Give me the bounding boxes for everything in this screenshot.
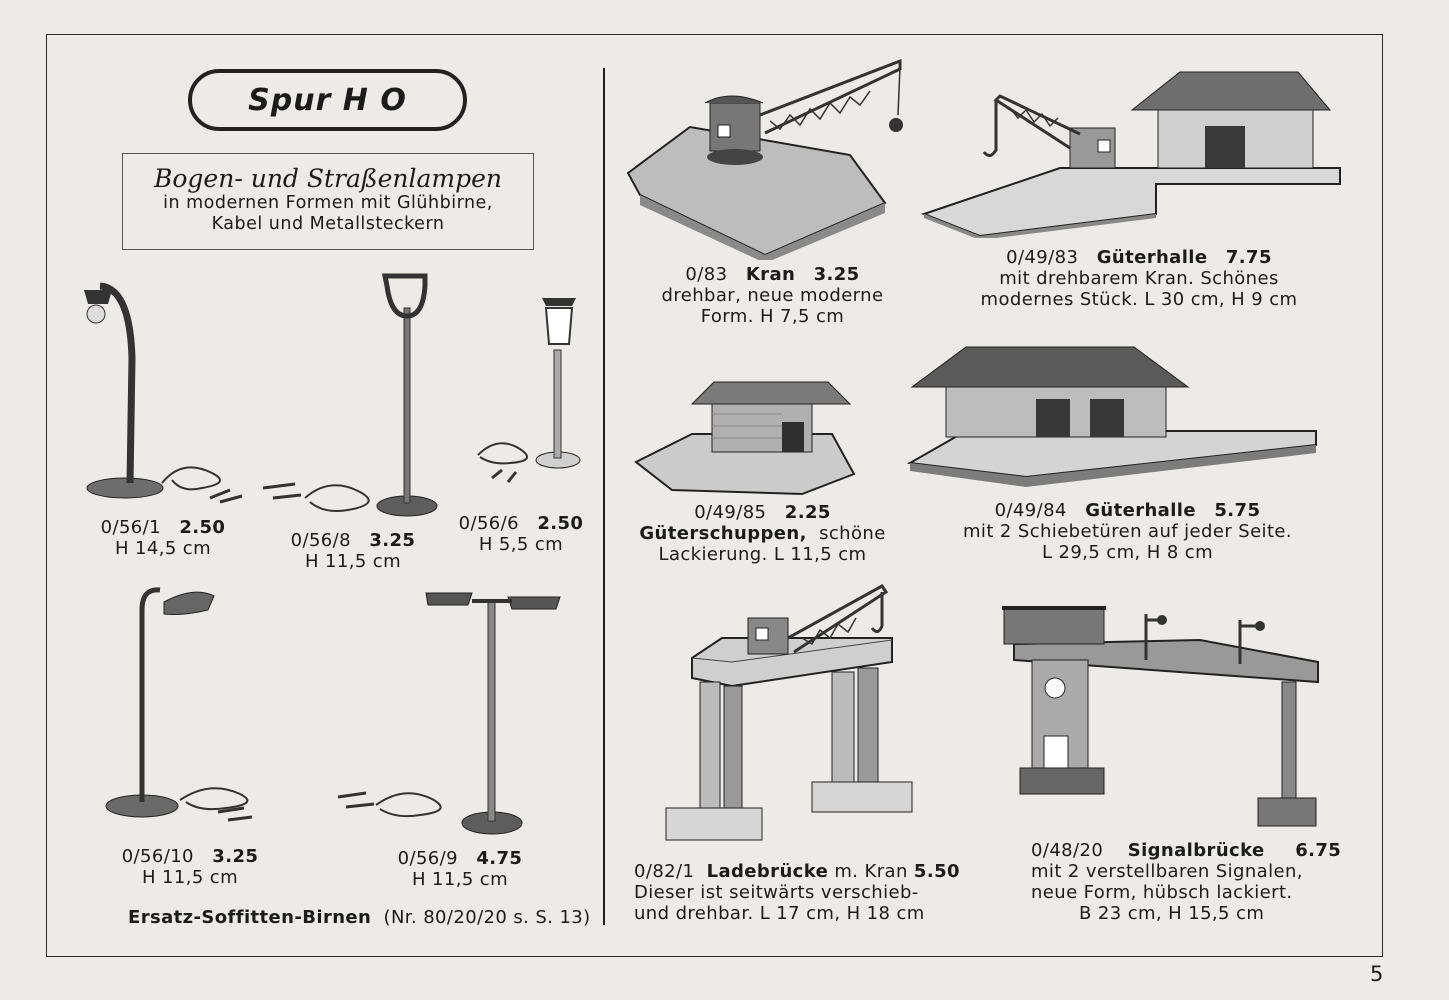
lamp-caption-0-56-9: 0/56/9 4.75 H 11,5 cm bbox=[397, 848, 523, 890]
signal-bridge-image bbox=[1000, 600, 1325, 832]
signalbruecke-caption: 0/48/20 Signalbrücke 6.75 mit 2 verstell… bbox=[1031, 840, 1342, 924]
guterhalle-49-84-caption: 0/49/84 Güterhalle 5.75 mit 2 Schiebetür… bbox=[962, 500, 1293, 563]
lamps-intro-box: Bogen- und Straßenlampen in modernen For… bbox=[122, 153, 534, 250]
guterhalle-49-83-caption: 0/49/83 Güterhalle 7.75 mit drehbarem Kr… bbox=[980, 247, 1298, 310]
lamps-desc-1: in modernen Formen mit Glühbirne, bbox=[163, 193, 493, 213]
spur-ho-badge: Spur H O bbox=[188, 69, 467, 131]
lamp-caption-0-56-8: 0/56/8 3.25 H 11,5 cm bbox=[290, 530, 416, 572]
goods-shed-image bbox=[632, 378, 857, 500]
goods-hall-crane-image bbox=[920, 68, 1345, 238]
goods-hall-sliding-doors-image bbox=[906, 345, 1326, 490]
lamp-caption-0-56-6: 0/56/6 2.50 H 5,5 cm bbox=[458, 513, 584, 555]
lamp-caption-0-56-1: 0/56/1 2.50 H 14,5 cm bbox=[100, 517, 226, 559]
key-lamp-image bbox=[255, 268, 455, 528]
kran-caption: 0/83 Kran 3.25 drehbar, neue moderne For… bbox=[661, 264, 884, 327]
double-lamp-image bbox=[330, 585, 570, 840]
gueterschuppen-caption: 0/49/85 2.25 Güterschuppen, schöne Lacki… bbox=[639, 502, 886, 565]
lamps-title: Bogen- und Straßenlampen bbox=[154, 164, 502, 193]
lamps-desc-2: Kabel und Metallsteckern bbox=[211, 214, 445, 234]
soffit-lamp-image bbox=[100, 580, 270, 835]
arc-lamp-image bbox=[70, 268, 250, 508]
lamp-caption-0-56-10: 0/56/10 3.25 H 11,5 cm bbox=[121, 846, 259, 888]
page-number: 5 bbox=[1370, 962, 1384, 986]
column-divider bbox=[603, 68, 605, 925]
lantern-lamp-image bbox=[466, 290, 596, 500]
page-frame bbox=[46, 34, 1383, 957]
loading-bridge-image bbox=[662, 582, 922, 844]
crane-image bbox=[620, 55, 910, 260]
ladebruecke-caption: 0/82/1 Ladebrücke m. Kran 5.50 Dieser is… bbox=[634, 861, 960, 924]
replacement-bulbs-note: Ersatz-Soffitten-Birnen (Nr. 80/20/20 s.… bbox=[128, 907, 591, 928]
